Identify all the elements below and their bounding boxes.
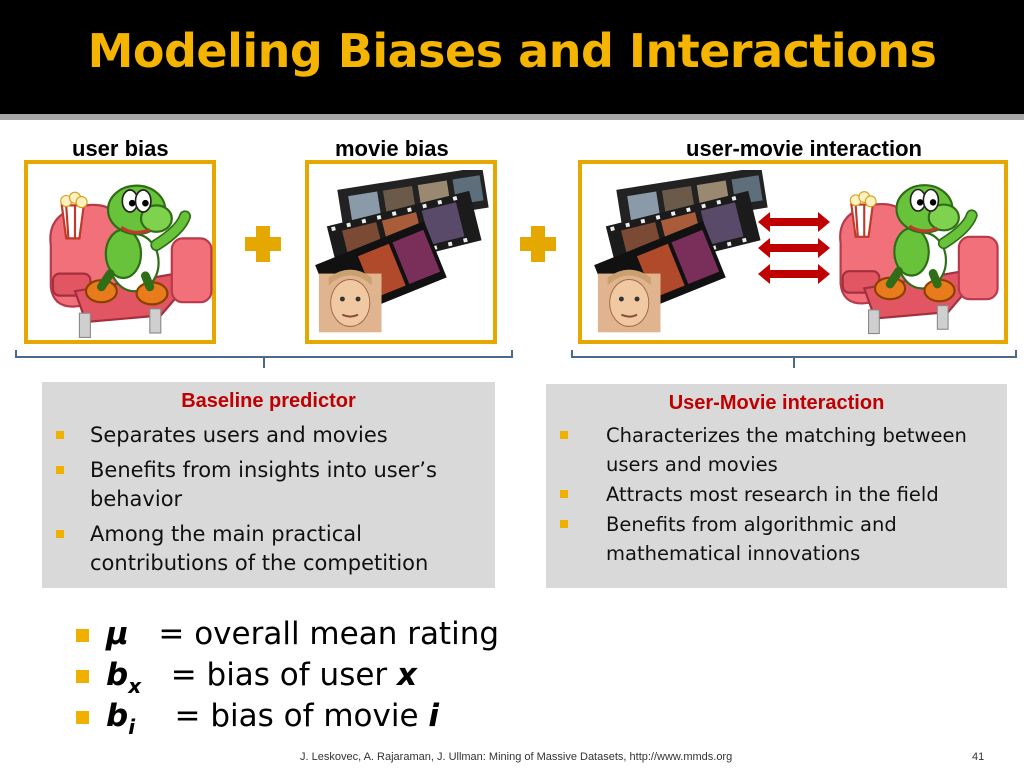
slide-title: Modeling Biases and Interactions [87, 24, 937, 78]
yoshi-popcorn-image [832, 168, 1004, 340]
list-item: Benefits from algorithmic and mathematic… [546, 510, 1007, 568]
bx-subscript: x [128, 674, 142, 698]
bx-definition: = bias of user [170, 657, 388, 693]
bracket-icon [15, 350, 513, 368]
user-movie-interaction-title: User-Movie interaction [668, 392, 885, 414]
bx-variable: x [397, 657, 418, 693]
film-strip-image [594, 170, 769, 334]
bi-variable: i [428, 698, 440, 734]
list-item: Benefits from insights into user’s behav… [42, 456, 495, 514]
yoshi-popcorn-image [38, 168, 222, 344]
baseline-predictor-title: Baseline predictor [181, 390, 356, 412]
movie-bias-frame [305, 160, 497, 344]
label-movie-bias: movie bias [335, 136, 449, 161]
list-item: Characterizes the matching between users… [546, 421, 1007, 479]
bi-symbol: b [106, 698, 129, 734]
label-user-bias: user bias [72, 136, 169, 161]
footer-citation: J. Leskovec, A. Rajaraman, J. Ullman: Mi… [300, 751, 733, 763]
user-bias-frame [24, 160, 216, 344]
mu-definition: = overall mean rating [158, 616, 500, 652]
user-movie-interaction-box: User-Movie interaction Characterizes the… [546, 384, 1007, 588]
bx-symbol: b [106, 657, 129, 693]
bullet-icon [76, 711, 89, 724]
title-bar: Modeling Biases and Interactions [0, 0, 1024, 120]
bracket-icon [571, 350, 1017, 368]
bi-definition: = bias of movie [174, 698, 419, 734]
plus-icon [243, 224, 283, 264]
list-item: Among the main practical contributions o… [42, 520, 495, 578]
page-number: 41 [972, 751, 985, 763]
interaction-bullet-list: Characterizes the matching between users… [546, 421, 1007, 568]
bullet-icon [76, 629, 89, 642]
baseline-bullet-list: Separates users and movies Benefits from… [42, 421, 495, 578]
double-arrow-icon [758, 212, 830, 284]
list-item: Separates users and movies [42, 421, 495, 450]
bi-subscript: i [128, 715, 136, 739]
interaction-frame [578, 160, 1008, 344]
label-user-movie-interaction: user-movie interaction [686, 136, 922, 161]
baseline-predictor-box: Baseline predictor Separates users and m… [42, 382, 495, 588]
bullet-icon [76, 670, 89, 683]
mu-symbol: μ [106, 616, 129, 652]
list-item: Attracts most research in the field [546, 480, 1007, 509]
plus-icon [518, 224, 558, 264]
film-strip-image [315, 170, 490, 334]
